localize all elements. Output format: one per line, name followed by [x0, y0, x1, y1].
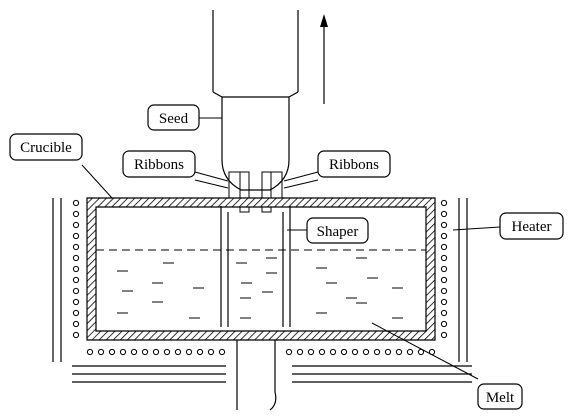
heater-coil [362, 348, 370, 356]
heater-coil [97, 348, 105, 356]
heater-coil [174, 348, 182, 356]
heater-coil [72, 221, 80, 229]
heater-coil [351, 348, 359, 356]
heater-coil [440, 221, 448, 229]
heater-coil [440, 254, 448, 262]
heater-coil [72, 254, 80, 262]
heater-coil [86, 348, 94, 356]
heater-coil [72, 298, 80, 306]
heater-coil [440, 331, 448, 339]
label-heater-text: Heater [512, 219, 552, 235]
heater-coil [72, 243, 80, 251]
heater-coil [108, 348, 116, 356]
label-ribbons-left: Ribbons [122, 150, 196, 178]
heater-coil [72, 331, 80, 339]
heater-coil [207, 348, 215, 356]
heater-coil [296, 348, 304, 356]
heater-coil [218, 348, 226, 356]
heater-coil [440, 309, 448, 317]
seed-crystal [221, 96, 290, 191]
heater-coil [72, 265, 80, 273]
heater-coil [329, 348, 337, 356]
shaper [220, 206, 291, 327]
heater-coil [440, 320, 448, 328]
label-melt-text: Melt [486, 390, 515, 406]
heater-coil [384, 348, 392, 356]
heater-coil [72, 287, 80, 295]
label-ribbons-right: Ribbons [317, 150, 391, 178]
heater-coil [406, 348, 414, 356]
label-crucible-text: Crucible [20, 140, 72, 156]
label-seed: Seed [147, 104, 200, 131]
heater-coil [440, 232, 448, 240]
heater-coil [340, 348, 348, 356]
label-shaper-text: Shaper [317, 224, 359, 240]
heater-coil [152, 348, 160, 356]
heater-coil [440, 243, 448, 251]
heater-posts [52, 198, 468, 362]
heater-coil [373, 348, 381, 356]
heater-coil [196, 348, 204, 356]
heater-coil [440, 298, 448, 306]
label-melt: Melt [477, 383, 523, 410]
heater-coil [440, 199, 448, 207]
heater-coil [285, 348, 293, 356]
heater-coil [72, 210, 80, 218]
leader-lines [81, 117, 501, 380]
label-heater: Heater [499, 212, 564, 240]
heater-coil [185, 348, 193, 356]
heater-coil [318, 348, 326, 356]
pull-direction-arrow-icon [320, 14, 328, 104]
heater-coil [163, 348, 171, 356]
label-crucible: Crucible [9, 133, 83, 161]
label-ribbons-left-text: Ribbons [134, 157, 184, 173]
pull-rod [212, 10, 299, 98]
heater-coil [440, 210, 448, 218]
heater-coil [119, 348, 127, 356]
heater-coil [440, 276, 448, 284]
support-rod [236, 340, 277, 411]
label-shaper: Shaper [306, 217, 369, 244]
heater-coil [72, 309, 80, 317]
bottom-plates [72, 365, 472, 383]
heater-coil [72, 199, 80, 207]
heater-coil [130, 348, 138, 356]
heater-coils [72, 199, 448, 356]
heater-coil [72, 276, 80, 284]
melt-liquid-marks [117, 257, 403, 319]
heater-coil [440, 287, 448, 295]
heater-coil [307, 348, 315, 356]
heater-coil [141, 348, 149, 356]
label-ribbons-right-text: Ribbons [329, 157, 379, 173]
heater-coil [440, 265, 448, 273]
heater-coil [72, 320, 80, 328]
heater-coil [72, 232, 80, 240]
crucible [86, 197, 436, 341]
label-seed-text: Seed [159, 111, 189, 127]
heater-coil [395, 348, 403, 356]
